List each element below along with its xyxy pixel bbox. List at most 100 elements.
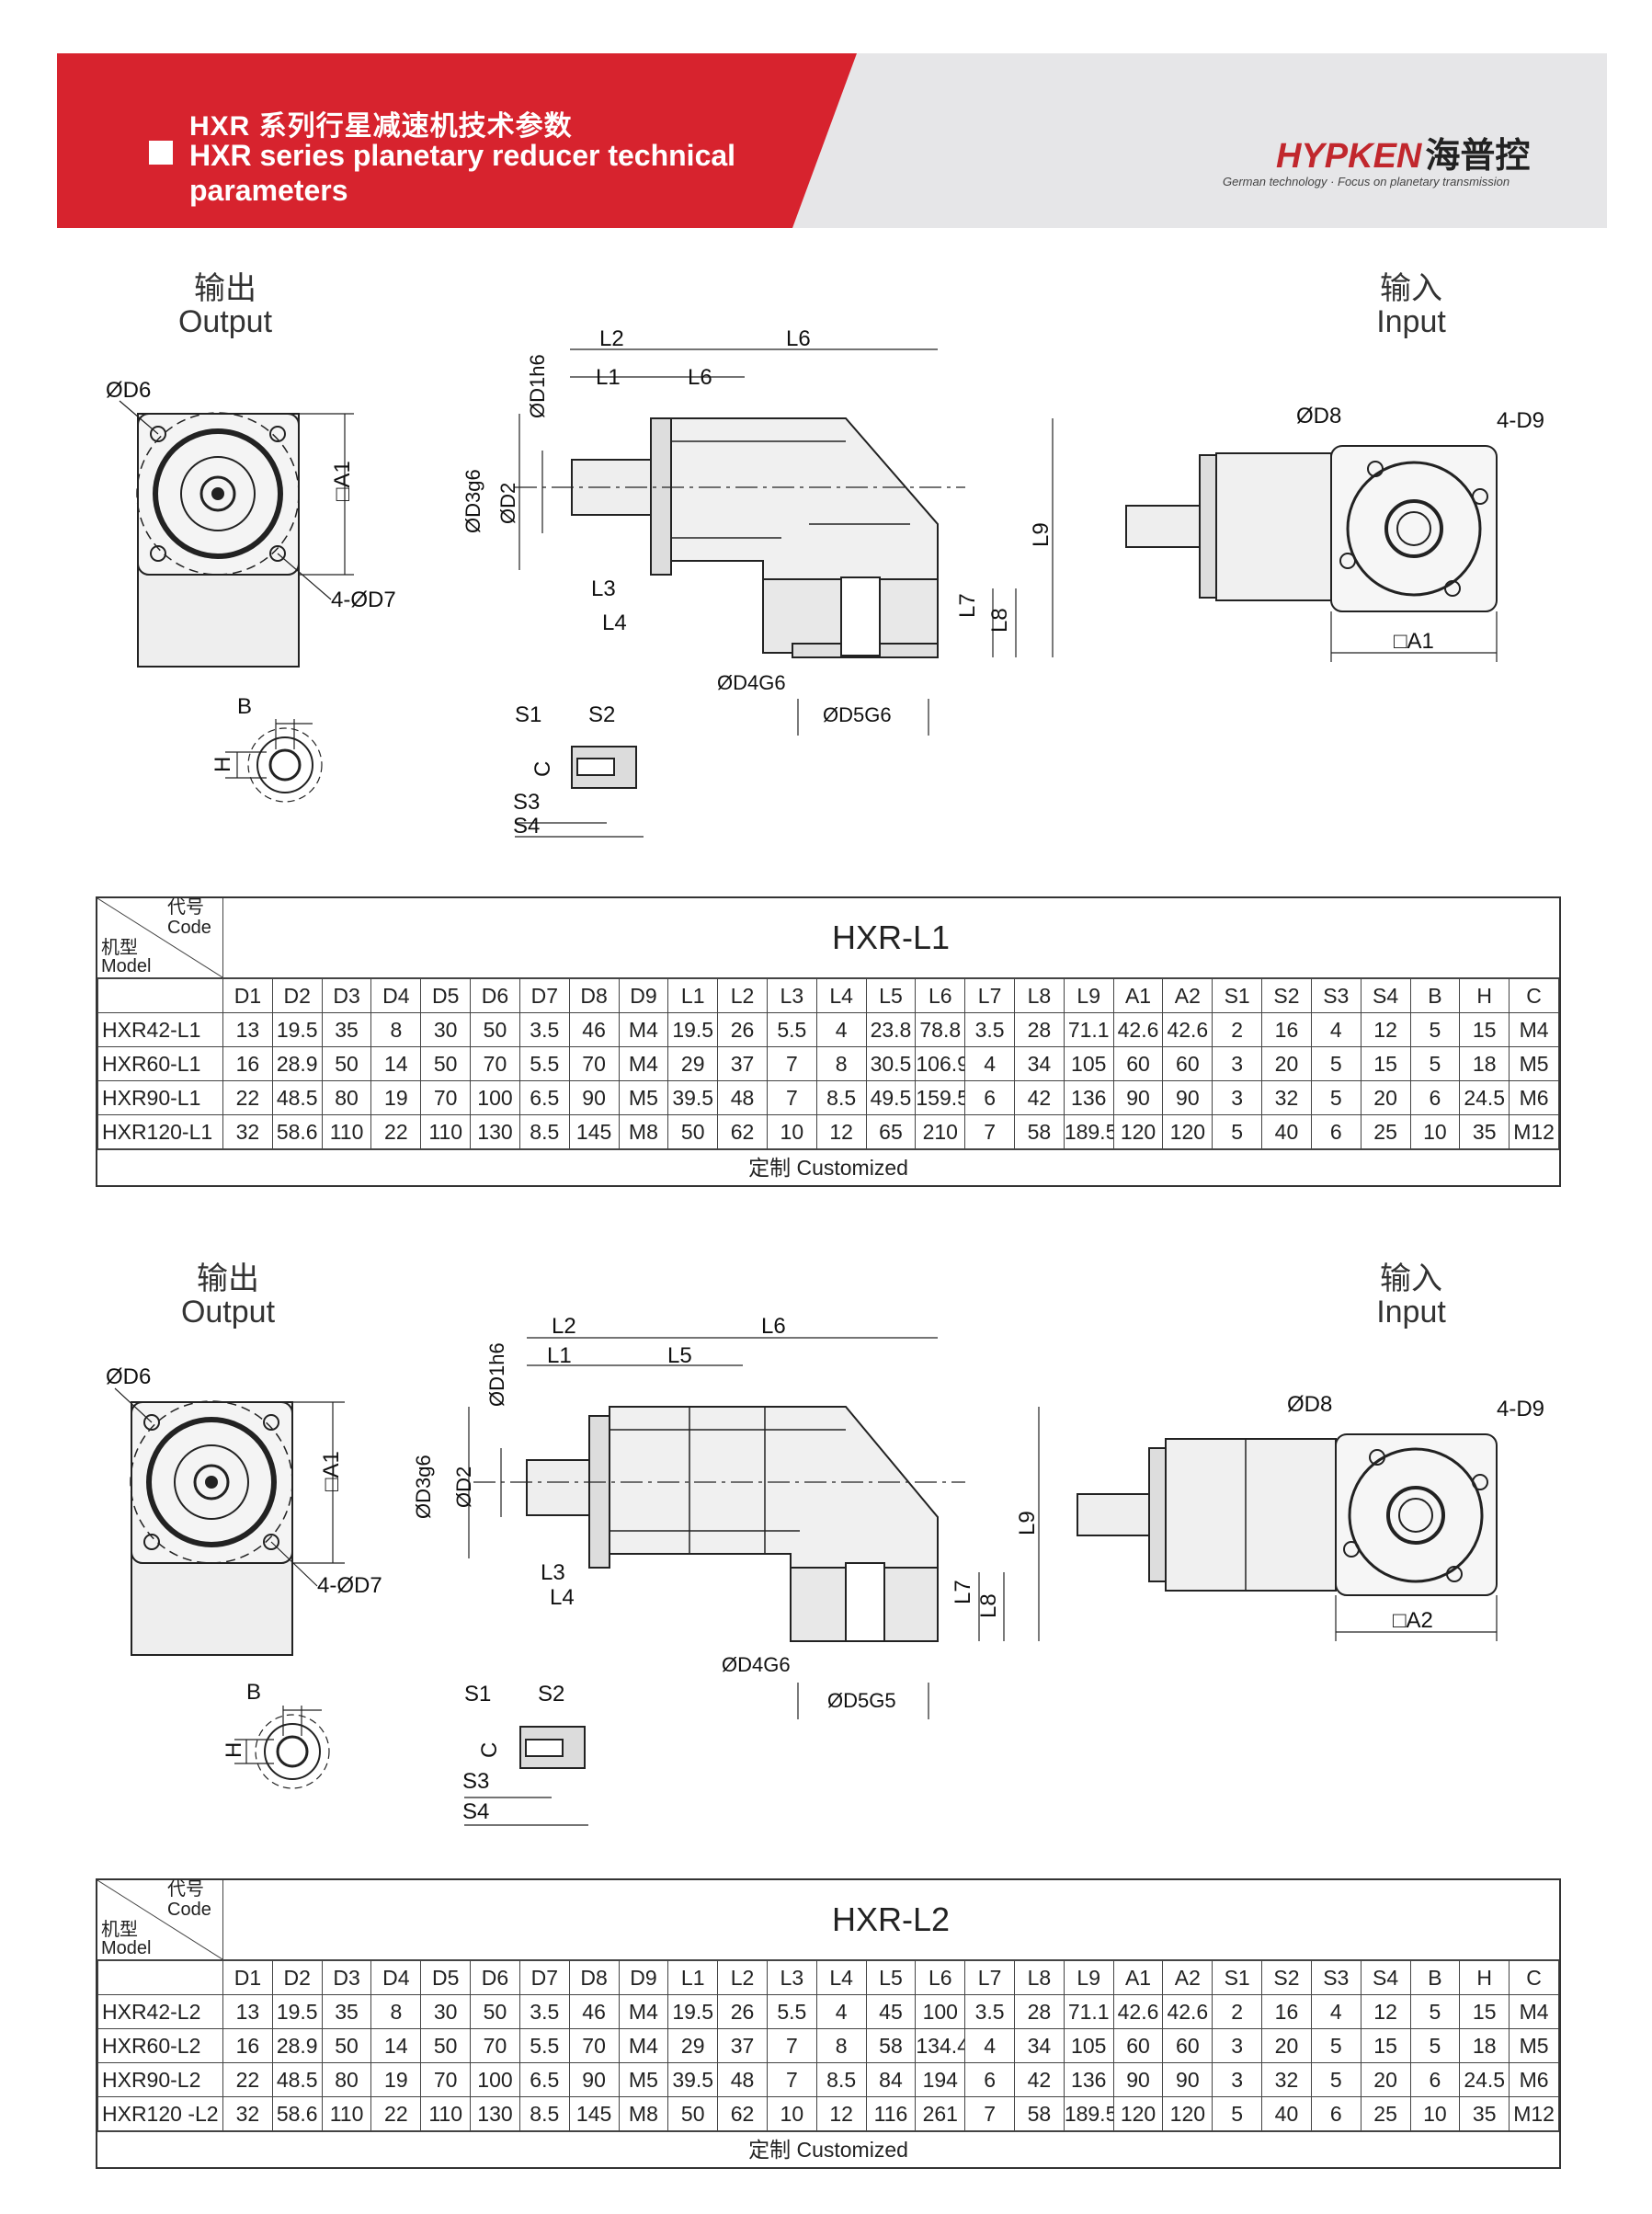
value-cell: 71.1 [1063, 1994, 1114, 2029]
value-cell: 19 [370, 2062, 422, 2097]
value-cell: 116 [865, 2096, 917, 2131]
value-cell: 5 [1409, 2028, 1461, 2063]
value-cell: M6 [1509, 2062, 1559, 2097]
output-disc [180, 456, 256, 531]
value-cell: 29 [667, 2028, 719, 2063]
value-cell: 25 [1360, 2096, 1411, 2131]
value-cell: 19.5 [667, 1994, 719, 2029]
dim-a1: □A1 [330, 461, 355, 501]
value-cell: 130 [470, 1114, 520, 1149]
dim-l8: L8 [976, 1593, 1001, 1618]
model-cell: HXR60-L2 [97, 2028, 223, 2063]
value-cell: 4 [815, 1994, 867, 2029]
value-cell: 10 [766, 2096, 817, 2131]
dim-d8: ØD8 [1296, 404, 1341, 428]
value-cell: 5.5 [766, 1994, 817, 2029]
value-cell: 58 [1014, 1114, 1065, 1149]
value-cell: 110 [420, 2096, 472, 2131]
value-cell: 46 [568, 1012, 620, 1047]
header-title-cn: HXR 系列行星减速机技术参数 [189, 111, 573, 142]
model-cell: HXR42-L2 [97, 1994, 223, 2029]
header-cell-b: B [1409, 978, 1461, 1013]
model-cell: HXR42-L1 [97, 1012, 223, 1047]
value-cell: 34 [1014, 2028, 1065, 2063]
dim-d8: ØD8 [1287, 1392, 1332, 1417]
value-cell: 58.6 [271, 1114, 323, 1149]
value-cell: 2 [1212, 1994, 1263, 2029]
value-cell: 5.5 [518, 2028, 570, 2063]
value-cell: 39.5 [667, 2062, 719, 2097]
value-cell: 120 [1162, 2096, 1213, 2131]
value-cell: 16 [222, 1046, 273, 1081]
value-cell: 20 [1261, 1046, 1312, 1081]
dim-l5: L5 [667, 1343, 692, 1368]
value-cell: 40 [1261, 2096, 1312, 2131]
header-cell-l6: L6 [915, 1960, 966, 1995]
header-cell-s2: S2 [1261, 1960, 1312, 1995]
value-cell: 37 [717, 1046, 768, 1081]
value-cell: 136 [1063, 1080, 1114, 1115]
value-cell: 6 [1409, 2062, 1461, 2097]
value-cell: 35 [321, 1994, 372, 2029]
dim-a1: □A1 [319, 1451, 344, 1491]
header-cell-l4: L4 [815, 1960, 867, 1995]
dim-d5: ØD5G5 [827, 1689, 896, 1712]
dim-l3: L3 [591, 576, 616, 601]
value-cell: 19.5 [271, 1012, 323, 1047]
header-cell-l1: L1 [667, 1960, 719, 1995]
value-cell: 19.5 [667, 1012, 719, 1047]
value-cell: 42.6 [1162, 1994, 1213, 2029]
input-bore [840, 576, 881, 656]
header-cell-s1: S1 [1212, 1960, 1263, 1995]
input-flange [1330, 445, 1498, 612]
dim-h: H [211, 757, 235, 772]
dim-a2: □A2 [1393, 1608, 1433, 1633]
header-cell-s3: S3 [1310, 1960, 1361, 1995]
value-cell: 90 [1162, 2062, 1213, 2097]
dim-l6: L6 [786, 326, 811, 351]
value-cell: 5 [1310, 1080, 1361, 1115]
value-cell: 22 [370, 2096, 422, 2131]
value-cell: 46 [568, 1994, 620, 2029]
code-label-en: Code [167, 1900, 211, 1920]
model-cell: HXR120 -L2 [97, 2096, 223, 2131]
header-cell-l1: L1 [667, 978, 719, 1013]
header-cell-d6: D6 [470, 1960, 520, 1995]
value-cell: 120 [1112, 2096, 1164, 2131]
value-cell: 15 [1360, 1046, 1411, 1081]
value-cell: 58.6 [271, 2096, 323, 2131]
dim-l1: L1 [596, 365, 621, 390]
value-cell: 10 [1409, 2096, 1461, 2131]
dim-l9: L9 [1029, 522, 1054, 547]
value-cell: 5 [1310, 2062, 1361, 2097]
value-cell: 62 [717, 2096, 768, 2131]
value-cell: 8 [370, 1994, 422, 2029]
dim-c: C [477, 1742, 502, 1758]
model-label-cn: 机型 [101, 1920, 138, 1940]
value-cell: 28.9 [271, 1046, 323, 1081]
dim-l6: L6 [761, 1314, 786, 1339]
value-cell: 8.5 [815, 2062, 867, 2097]
dim-d1: ØD1h6 [485, 1342, 508, 1407]
value-cell: M5 [618, 1080, 669, 1115]
value-cell: 42.6 [1112, 1994, 1164, 2029]
value-cell: 24.5 [1459, 2062, 1510, 2097]
code-label-en: Code [167, 918, 211, 938]
value-cell: 35 [1459, 2096, 1510, 2131]
value-cell: 5 [1409, 1994, 1461, 2029]
value-cell: 8.5 [518, 2096, 570, 2131]
value-cell: 60 [1162, 1046, 1213, 1081]
header-cell-d2: D2 [271, 978, 323, 1013]
value-cell: 26 [717, 1994, 768, 2029]
dim-l6b: L6 [688, 365, 712, 390]
value-cell: 37 [717, 2028, 768, 2063]
dim-d5: ØD5G6 [823, 703, 892, 726]
code-label-cn: 代号 [167, 897, 204, 918]
value-cell: 22 [222, 1080, 273, 1115]
table-title-row: 代号 Code 机型 Model HXR-L2 [97, 1880, 1559, 1960]
